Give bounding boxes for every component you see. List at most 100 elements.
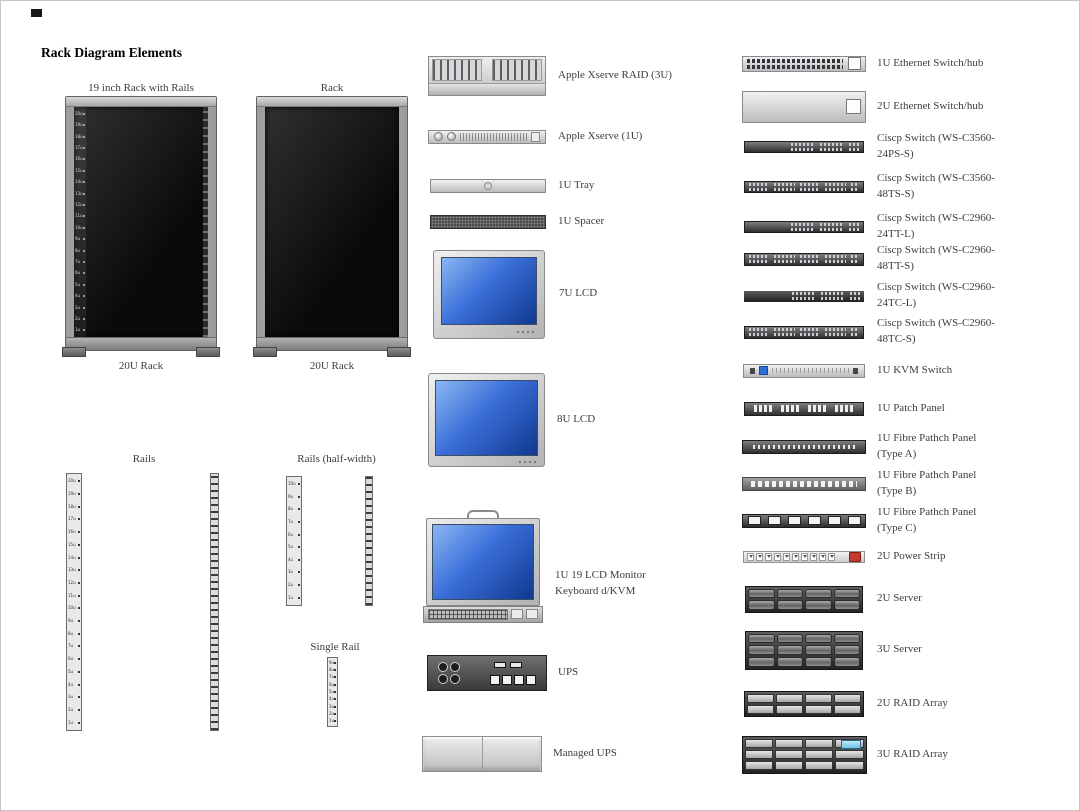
panel-left bbox=[423, 737, 483, 771]
kvm-switch-1u-shape[interactable] bbox=[743, 363, 865, 378]
page-corner-mark bbox=[31, 9, 42, 17]
port-cluster bbox=[825, 328, 846, 336]
port-group bbox=[807, 405, 828, 412]
cisco-switch-2960-24tt-shape[interactable] bbox=[744, 220, 864, 233]
port-cluster bbox=[821, 292, 845, 300]
port-cluster bbox=[792, 292, 816, 300]
rail-half-dotted-shape[interactable] bbox=[365, 476, 373, 606]
rack-foot-left bbox=[253, 347, 277, 357]
outlet bbox=[747, 552, 754, 561]
raid-array-3u-shape[interactable] bbox=[741, 735, 867, 774]
tray-1u-shape[interactable] bbox=[430, 178, 546, 193]
port bbox=[750, 367, 755, 374]
cisco-switch-2960-48tc-shape[interactable] bbox=[744, 325, 864, 339]
connector-round bbox=[450, 674, 460, 684]
fibre-ports bbox=[753, 444, 855, 449]
port-cluster bbox=[799, 182, 821, 191]
item-label: 2U RAID Array bbox=[877, 696, 948, 709]
item-label: Managed UPS bbox=[553, 747, 617, 760]
item-label: Ciscp Switch (WS-C2960-48TT-S) bbox=[877, 244, 995, 272]
port-cluster bbox=[791, 142, 815, 151]
touchpad bbox=[526, 609, 538, 619]
rack-20u-shape[interactable] bbox=[253, 96, 411, 357]
item-label: 1U Fibre Pathch Panel (Type B) bbox=[877, 468, 977, 497]
drive-slots bbox=[429, 57, 545, 83]
cisco-switch-3560-48ts-shape[interactable] bbox=[744, 180, 864, 193]
item-label: 2U Power Strip bbox=[877, 549, 946, 562]
keyboard-keys bbox=[428, 608, 508, 620]
palette-row-fibre-c: 1U Fibre Pathch Panel (Type C) bbox=[741, 506, 1002, 534]
power-strip-2u-shape[interactable] bbox=[743, 550, 865, 563]
uplink-ports bbox=[849, 142, 859, 151]
raid-array-2u-shape[interactable] bbox=[744, 690, 864, 717]
drive-module bbox=[531, 131, 540, 142]
managed-ups-shape[interactable] bbox=[422, 736, 542, 772]
lcd-screen bbox=[432, 523, 534, 600]
item-label: 3U RAID Array bbox=[877, 747, 948, 760]
uplink-ports bbox=[849, 222, 859, 231]
item-label: 1U Patch Panel bbox=[877, 401, 945, 414]
palette-row-cisco-3560-24: Ciscp Switch (WS-C3560-24PS-S) bbox=[741, 132, 1002, 160]
outlet bbox=[801, 552, 808, 561]
rail-full-dotted-shape[interactable] bbox=[210, 473, 219, 731]
fibre-patch-panel-b-shape[interactable] bbox=[742, 476, 866, 491]
fibre-module bbox=[847, 516, 861, 525]
apple-xserve-1u-shape[interactable] bbox=[428, 129, 546, 144]
lcd-8u-shape[interactable] bbox=[427, 372, 545, 467]
item-label: 1U Tray bbox=[558, 178, 595, 191]
drive-row bbox=[748, 633, 860, 644]
fibre-patch-panel-a-shape[interactable] bbox=[742, 439, 866, 454]
lcd-7u-shape[interactable] bbox=[433, 249, 545, 339]
item-label: 1U Ethernet Switch/hub bbox=[877, 56, 984, 69]
outlet bbox=[828, 552, 835, 561]
port-cluster bbox=[825, 182, 846, 191]
drive-row bbox=[744, 761, 864, 771]
palette-row-fibre-b: 1U Fibre Pathch Panel (Type B) bbox=[741, 469, 1002, 497]
palette-row-cisco-2960-24tt: Ciscp Switch (WS-C2960-24TT-L) bbox=[741, 212, 1002, 240]
palette-row-xserve-raid: Apple Xserve RAID (3U) bbox=[426, 56, 693, 96]
lcd-kvm-console-shape[interactable] bbox=[423, 509, 543, 623]
palette-row-eth-1u: 1U Ethernet Switch/hub bbox=[741, 55, 1002, 72]
apple-xserve-raid-3u-shape[interactable] bbox=[428, 56, 546, 96]
ups-shape[interactable] bbox=[427, 655, 547, 691]
power-switch bbox=[849, 551, 861, 562]
item-label: Ciscp Switch (WS-C3560-24PS-S) bbox=[877, 131, 995, 160]
outlet bbox=[783, 552, 790, 561]
cisco-switch-3560-24ps-shape[interactable] bbox=[744, 140, 864, 153]
rack-foot-right bbox=[196, 347, 220, 357]
ethernet-switch-1u-shape[interactable] bbox=[742, 55, 866, 72]
outlet bbox=[810, 552, 817, 561]
outlet bbox=[756, 552, 763, 561]
drive-row bbox=[747, 704, 861, 714]
palette-row-8u-lcd: 8U LCD bbox=[425, 372, 692, 467]
item-label: Apple Xserve RAID (3U) bbox=[558, 69, 672, 82]
ethernet-switch-2u-shape[interactable] bbox=[742, 90, 866, 123]
cisco-switch-2960-48tt-shape[interactable] bbox=[744, 252, 864, 266]
lcd-screen bbox=[434, 379, 538, 456]
port-cluster bbox=[799, 255, 821, 263]
bezel-buttons bbox=[517, 330, 534, 333]
item-label: 7U LCD bbox=[559, 287, 598, 300]
spacer-1u-shape[interactable] bbox=[430, 214, 546, 229]
rails-section-label: Rails bbox=[132, 453, 156, 465]
server-2u-shape[interactable] bbox=[745, 585, 863, 613]
rack-foot-left bbox=[62, 347, 86, 357]
item-label: Ciscp Switch (WS-C2960-24TT-L) bbox=[877, 211, 995, 240]
connector-round bbox=[438, 674, 448, 684]
palette-row-spacer: 1U Spacer bbox=[428, 214, 693, 229]
patch-panel-1u-shape[interactable] bbox=[744, 401, 864, 416]
rack-cavity bbox=[265, 107, 399, 337]
palette-row-tray: 1U Tray bbox=[428, 178, 693, 193]
palette-row-xserve-1u: Apple Xserve (1U) bbox=[426, 129, 693, 144]
outlet bbox=[502, 675, 512, 685]
fibre-patch-panel-c-shape[interactable] bbox=[742, 513, 866, 528]
cisco-switch-2960-24tc-shape[interactable] bbox=[744, 290, 864, 302]
rack-right-rail bbox=[203, 107, 208, 337]
server-3u-shape[interactable] bbox=[745, 630, 863, 670]
